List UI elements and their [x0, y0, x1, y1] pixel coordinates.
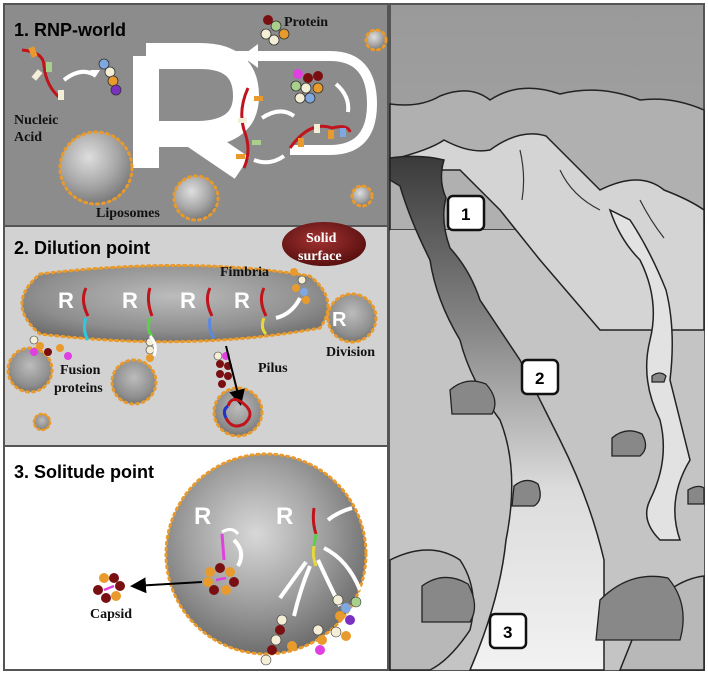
arrow	[253, 154, 286, 165]
division-label: Division	[326, 345, 375, 360]
rna-replicator: R	[122, 287, 154, 338]
arrow	[278, 560, 308, 600]
protocell-large	[164, 452, 368, 656]
rna-replicator: R	[276, 503, 318, 567]
transferred-rna	[224, 398, 252, 428]
liposome-large	[58, 130, 134, 206]
arrow	[275, 297, 302, 320]
fusing-vesicle	[6, 346, 54, 394]
svg-text:R: R	[122, 288, 138, 313]
rock	[511, 479, 541, 507]
panel-1-title: 1. RNP-world	[14, 20, 126, 40]
rna-replicator: R	[58, 287, 90, 341]
liposome-small	[364, 28, 388, 52]
capsid-release-arrow	[130, 577, 203, 594]
rock	[595, 575, 684, 641]
panel-dilution-point: 2. Dilution point Solid surface R R R R …	[3, 222, 389, 447]
stage-marker-1: 1	[446, 194, 486, 232]
svg-text:3: 3	[503, 623, 512, 642]
fusion-protein-beads	[29, 335, 72, 360]
fimbria-beads	[290, 268, 310, 304]
protein-beads	[260, 614, 297, 666]
svg-text:R: R	[234, 288, 250, 313]
fusion-proteins-label: proteins	[54, 381, 103, 396]
rock	[651, 372, 667, 383]
capsid-forming	[203, 563, 239, 595]
river-branch	[608, 208, 691, 541]
solid-surface-label: surface	[298, 249, 342, 264]
nucleic-acid-label: Acid	[14, 130, 42, 145]
rna-replicator: R	[194, 503, 240, 561]
stage-marker-3: 3	[488, 612, 528, 650]
budding-vesicle	[110, 358, 158, 406]
rock	[611, 430, 647, 457]
rna-replicator: R	[234, 287, 268, 336]
solid-surface	[282, 222, 366, 266]
protein-cluster	[260, 15, 290, 46]
protein-label: Protein	[284, 15, 328, 30]
svg-text:R: R	[194, 503, 211, 530]
rna-replicator: R	[180, 287, 216, 339]
landscape-panel: 1 2 3	[389, 3, 705, 671]
pilus-label: Pilus	[258, 361, 288, 376]
mountain-ridge	[389, 133, 705, 331]
svg-text:R: R	[58, 288, 74, 313]
arrow	[326, 506, 353, 522]
r-cycle-symbol: R	[332, 309, 347, 331]
panel-2-title: 2. Dilution point	[14, 238, 150, 258]
svg-text:2: 2	[535, 369, 544, 388]
arrow	[334, 82, 351, 113]
arrow	[260, 109, 296, 120]
protein-beads	[330, 594, 362, 641]
svg-text:1: 1	[461, 205, 470, 224]
protocell-elongated	[20, 263, 330, 344]
liposomes-label: Liposomes	[96, 206, 160, 221]
svg-text:R: R	[180, 288, 196, 313]
protein-cluster	[290, 69, 324, 104]
panel-rnp-world: 1. RNP-world	[3, 3, 389, 227]
rna-strand-vertical	[236, 87, 263, 169]
protein-beads	[312, 624, 327, 655]
capsid	[93, 573, 125, 603]
fusion-proteins-label: Fusion	[60, 363, 101, 378]
panel-3-title: 3. Solitude point	[14, 462, 154, 482]
nucleic-acid-label: Nucleic	[14, 113, 58, 128]
rock	[449, 380, 496, 415]
stage-marker-2: 2	[520, 358, 560, 396]
solid-surface-label: Solid	[306, 231, 337, 246]
rna-strand-curved	[288, 124, 352, 149]
pilus-arrow	[225, 345, 245, 406]
arrow	[62, 69, 98, 82]
liposome-medium	[172, 174, 220, 222]
liposome-small	[350, 184, 374, 208]
svg-text:R: R	[276, 503, 293, 530]
rock	[687, 485, 705, 505]
river	[389, 155, 605, 671]
panel-solitude-point: 3. Solitude point R R	[3, 445, 389, 671]
rock	[421, 576, 476, 623]
nucleic-acid-strand	[21, 46, 64, 100]
arrow	[292, 565, 312, 617]
protein-beads	[98, 58, 122, 96]
arrow	[232, 538, 244, 567]
arrow	[323, 546, 362, 591]
small-vesicle	[32, 412, 52, 432]
pilus-vesicle	[212, 386, 264, 438]
dividing-cell	[326, 292, 378, 344]
capsid-label: Capsid	[90, 607, 132, 622]
fimbria-label: Fimbria	[220, 265, 269, 280]
